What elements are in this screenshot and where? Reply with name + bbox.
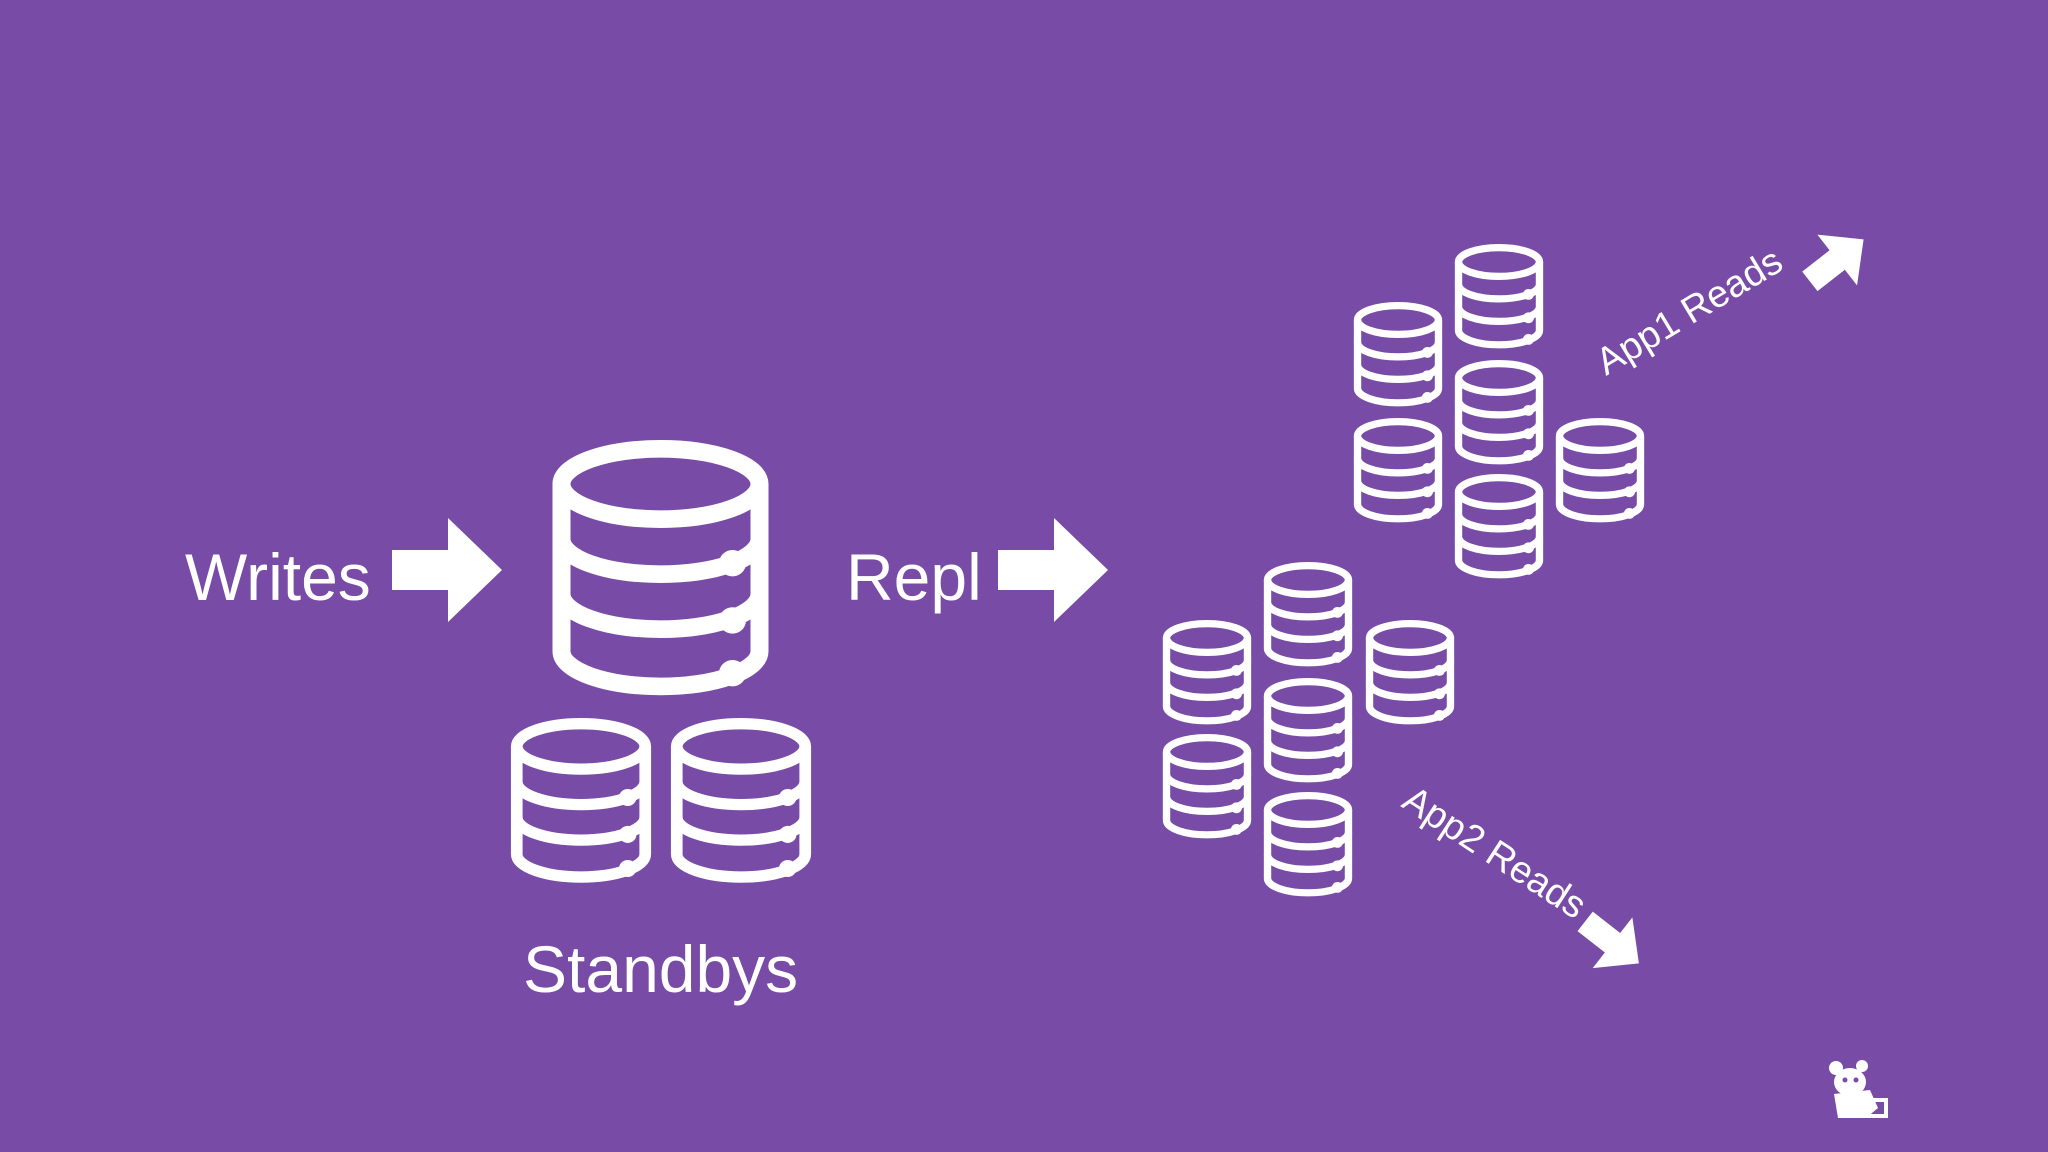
database-icon [1459,478,1540,575]
arrow-right-icon [998,518,1108,622]
database-icon [1459,248,1540,345]
database-icon [1358,306,1439,403]
database-icon [1268,796,1349,893]
writes-label: Writes [185,540,371,614]
arrow-right-icon [392,518,502,622]
database-icon [1268,682,1349,779]
datadog-logo [1829,1060,1888,1118]
database-icon [1560,422,1641,519]
database-icon [1268,566,1349,663]
database-icon [1167,624,1248,721]
standbys-label: Standbys [523,932,798,1006]
database-icon [517,724,645,877]
arrow-up-right-icon [1790,214,1884,307]
app1-reads-label: App1 Reads [1589,240,1790,384]
database-icon [1370,624,1451,721]
database-icon [1167,738,1248,835]
repl-label: Repl [846,540,982,614]
database-icon [677,724,805,877]
database-icon [1459,364,1540,461]
app2-reads-label: App2 Reads [1395,778,1593,927]
database-icon [1358,422,1439,519]
database-icon [562,449,760,687]
